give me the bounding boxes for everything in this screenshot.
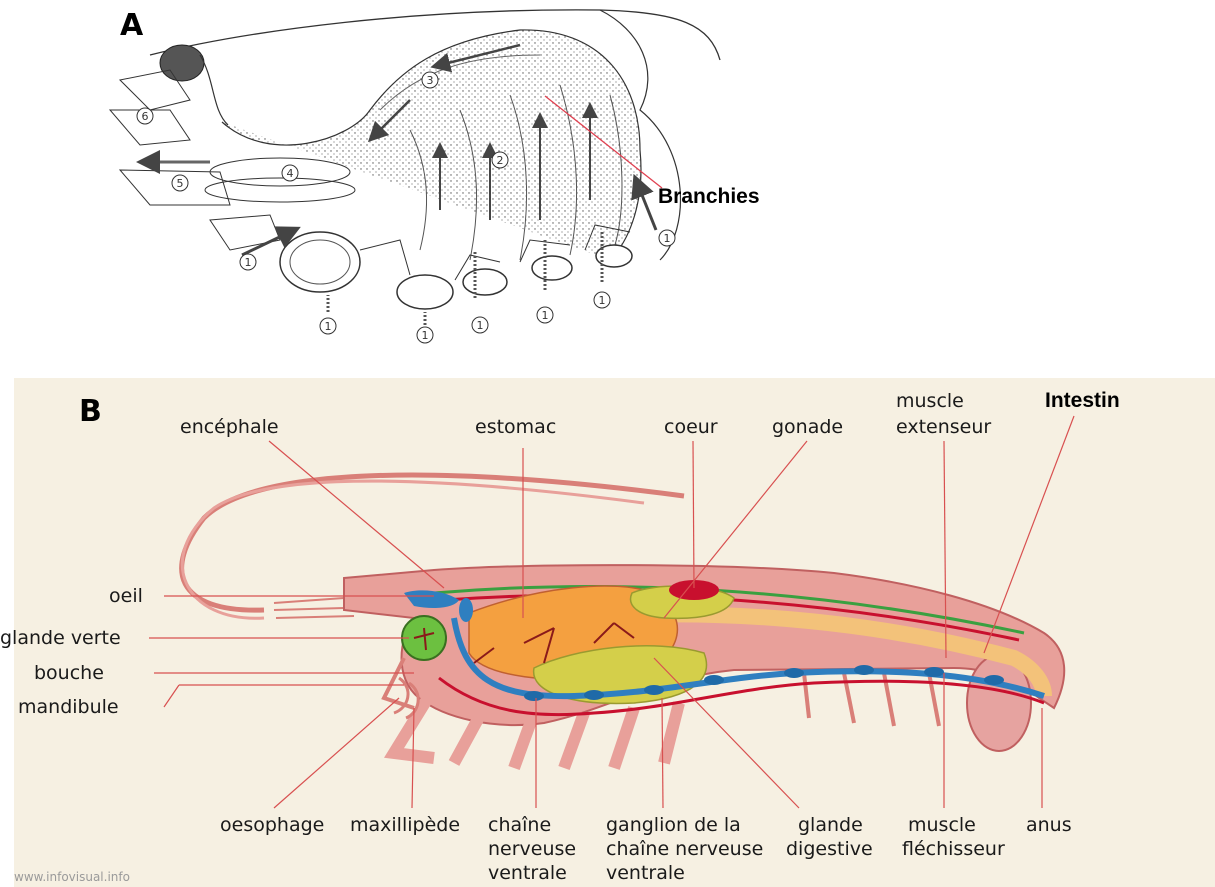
label-bouche: bouche [34,662,104,684]
label-glande-digestive-2: digestive [786,838,873,860]
circle-number-1b: 1 [659,230,675,246]
label-muscle-extenseur-2: extenseur [896,416,991,438]
circle-number-1g: 1 [594,292,610,308]
circle-number-3: 3 [422,72,438,88]
label-branchies: Branchies [658,186,760,208]
svg-text:5: 5 [177,177,184,190]
branchial-chamber-drawing: 3 2 4 5 6 1 1 1 1 1 1 1 [0,0,1215,365]
label-chaine-2: nerveuse [488,838,576,860]
label-maxillipede: maxillipède [350,814,460,836]
panel-letter-a: A [120,8,143,43]
label-ganglion-2: chaîne nerveuse [606,838,763,860]
svg-text:6: 6 [142,110,149,123]
label-anus: anus [1026,814,1072,836]
label-coeur: coeur [664,416,718,438]
svg-text:1: 1 [325,320,332,333]
svg-text:1: 1 [245,256,252,269]
circle-number-1e: 1 [472,317,488,333]
leg-base-4 [532,256,572,280]
label-mandibule: mandibule [18,696,119,718]
label-muscle-flechisseur-2: fléchisseur [902,838,1005,860]
watermark: www.infovisual.info [14,870,130,884]
label-estomac: estomac [475,416,556,438]
label-muscle-flechisseur-1: muscle [908,814,976,836]
label-encephale: encéphale [180,416,279,438]
label-chaine-1: chaîne [488,814,551,836]
circle-number-5: 5 [172,175,188,191]
circle-number-1c: 1 [320,318,336,334]
panel-b-shrimp-anatomy: B encéphale estomac coeur gonade muscle … [14,378,1215,887]
label-oesophage: oesophage [220,814,324,836]
leg-base-2 [397,275,453,309]
svg-text:1: 1 [542,309,549,322]
label-ganglion-3: ventrale [606,862,685,884]
shrimp-anatomy-drawing [14,378,1215,887]
svg-text:1: 1 [477,319,484,332]
label-intestin: Intestin [1045,390,1120,412]
label-glande-digestive-1: glande [798,814,863,836]
circle-number-1d: 1 [417,327,433,343]
panel-letter-b: B [79,394,102,429]
circle-number-1f: 1 [537,307,553,323]
label-gonade: gonade [772,416,843,438]
circle-number-4: 4 [282,165,298,181]
panel-a-branchial-chamber: 3 2 4 5 6 1 1 1 1 1 1 1 A Branchies [0,0,1215,365]
svg-text:4: 4 [287,167,294,180]
svg-text:3: 3 [427,74,434,87]
label-chaine-3: ventrale [488,862,567,884]
carapace-outline [150,10,720,60]
label-glande-verte: glande verte [0,627,121,649]
svg-text:2: 2 [497,154,504,167]
label-oeil: oeil [109,585,143,607]
leg-base-3 [463,269,507,295]
circle-number-2: 2 [492,152,508,168]
svg-text:1: 1 [422,329,429,342]
label-muscle-extenseur-1: muscle [896,390,964,412]
circle-number-6: 6 [137,108,153,124]
circle-number-1a: 1 [240,254,256,270]
svg-text:1: 1 [599,294,606,307]
label-ganglion-1: ganglion de la [606,814,741,836]
eye-drawing [160,45,204,81]
leg-base-1 [280,232,360,292]
svg-text:1: 1 [664,232,671,245]
